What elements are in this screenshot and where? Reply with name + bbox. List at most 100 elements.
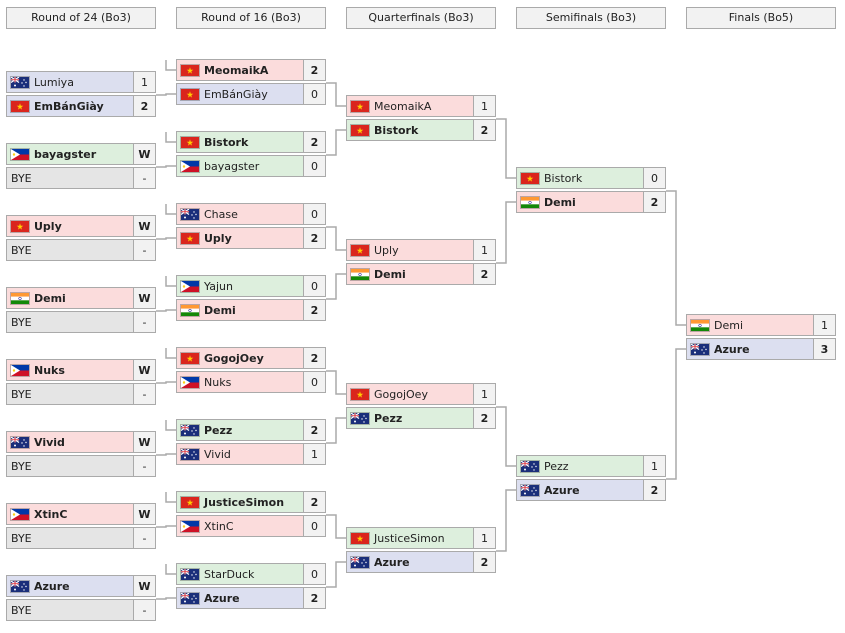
india-flag-icon xyxy=(11,292,29,304)
bracket-slot-r24-m8-p2[interactable]: BYE- xyxy=(6,599,156,621)
player-name: BYE xyxy=(11,171,32,185)
player-score: 1 xyxy=(474,240,495,260)
player-score: 0 xyxy=(304,372,325,392)
vietnam-flag-icon xyxy=(181,232,199,244)
connector-line xyxy=(165,420,176,431)
player-name: GogojOey xyxy=(374,387,428,401)
player-cell: JusticeSimon xyxy=(347,528,474,548)
player-cell: Chase xyxy=(177,204,304,224)
player-cell: Demi xyxy=(177,300,304,320)
bracket-slot-r24-m4-p2[interactable]: BYE- xyxy=(6,311,156,333)
player-name: XtinC xyxy=(204,519,234,533)
round-header-semifinals: Semifinals (Bo3) xyxy=(516,7,666,29)
connector-line xyxy=(496,118,516,179)
round-header-r16: Round of 16 (Bo3) xyxy=(176,7,326,29)
player-cell: BYE xyxy=(7,168,134,188)
philippines-flag-icon xyxy=(181,376,199,388)
australia-flag-icon xyxy=(181,424,199,436)
bracket-slot-r24-m3-p2[interactable]: BYE- xyxy=(6,239,156,261)
india-flag-icon xyxy=(181,304,199,316)
bracket-slot-final-m1-p1[interactable]: Demi 1 xyxy=(686,314,836,336)
player-cell: GogojOey xyxy=(347,384,474,404)
vietnam-flag-icon xyxy=(181,64,199,76)
player-score: - xyxy=(134,600,155,620)
player-score: 2 xyxy=(474,264,495,284)
connector-line xyxy=(165,204,176,215)
player-name: Pezz xyxy=(204,423,233,437)
player-name: Vivid xyxy=(34,435,65,449)
player-cell: Yajun xyxy=(177,276,304,296)
player-cell: XtinC xyxy=(177,516,304,536)
player-cell: Azure xyxy=(517,480,644,500)
player-name: Azure xyxy=(204,591,240,605)
bracket-slot-r24-m5-p2[interactable]: BYE- xyxy=(6,383,156,405)
player-name: MeomaikA xyxy=(204,63,269,77)
connector-line xyxy=(165,60,176,71)
australia-flag-icon xyxy=(181,568,199,580)
player-name: Demi xyxy=(34,291,66,305)
player-name: Bistork xyxy=(204,135,249,149)
australia-flag-icon xyxy=(351,412,369,424)
player-name: Azure xyxy=(714,342,750,356)
bracket-slot-r24-m2-p2[interactable]: BYE- xyxy=(6,167,156,189)
round-header-r24: Round of 24 (Bo3) xyxy=(6,7,156,29)
vietnam-flag-icon xyxy=(181,88,199,100)
connector-line xyxy=(156,453,176,456)
player-name: Uply xyxy=(204,231,232,245)
vietnam-flag-icon xyxy=(181,496,199,508)
player-name: BYE xyxy=(11,459,32,473)
connector-line xyxy=(165,132,176,143)
connector-line xyxy=(165,276,176,287)
connector-line xyxy=(156,237,176,240)
player-name: Demi xyxy=(714,318,744,332)
connector-line xyxy=(666,190,686,326)
player-score: 1 xyxy=(814,315,835,335)
player-cell: BYE xyxy=(7,456,134,476)
player-cell: Demi xyxy=(7,288,134,308)
player-name: Azure xyxy=(34,579,70,593)
player-cell: BYE xyxy=(7,384,134,404)
connector-line xyxy=(326,129,346,156)
player-cell: EmBánGiày xyxy=(7,96,134,116)
bracket-slot-r24-m7-p2[interactable]: BYE- xyxy=(6,527,156,549)
bracket-slot-r24-m6-p2[interactable]: BYE- xyxy=(6,455,156,477)
